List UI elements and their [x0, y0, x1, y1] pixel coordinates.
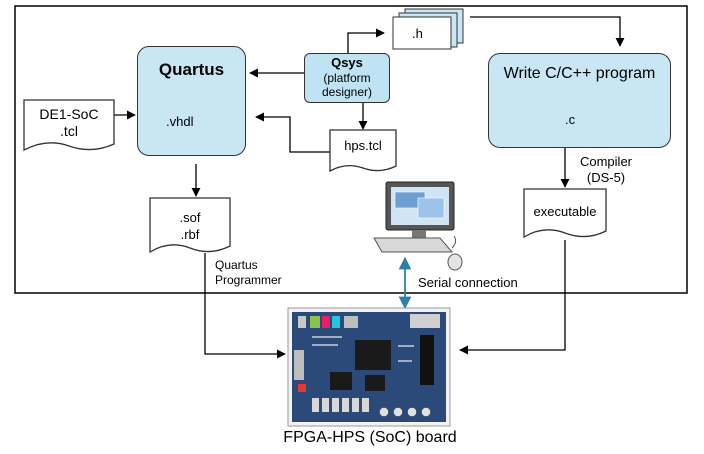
qsys-subtitle-1: (platform [323, 71, 371, 85]
serial-connection-label: Serial connection [418, 275, 518, 290]
write-program-label: Write C/C++ program [503, 65, 656, 82]
arrow-executable-to-board [459, 240, 566, 355]
computer-icon [373, 181, 463, 271]
write-program-box [488, 53, 671, 148]
compiler-line-1: Compiler [579, 154, 632, 169]
sof-line-1: .sof [179, 210, 201, 225]
board-caption: FPGA-HPS (SoC) board [283, 429, 457, 446]
qsys-box [304, 53, 390, 103]
executable-label: executable [533, 204, 597, 219]
board-icon [287, 307, 451, 427]
hps-tcl-label: hps.tcl [344, 138, 382, 153]
arrow-sof-to-board [204, 253, 286, 359]
quartus-title: Quartus [158, 60, 225, 79]
de1-document-shape [23, 99, 115, 152]
programmer-line-1: Quartus [215, 258, 258, 272]
hps-document-shape [329, 129, 397, 173]
programmer-line-2: Programmer [215, 273, 282, 287]
arrow-hps-to-quartus [255, 112, 330, 153]
sof-document-shape [149, 197, 231, 254]
vhdl-label: .vhdl [166, 114, 194, 129]
sof-line-2: .rbf [180, 227, 200, 242]
qsys-title: Qsys [331, 55, 363, 70]
h-label: .h [412, 26, 423, 41]
quartus-box [137, 46, 246, 156]
arrow-h-to-program [470, 16, 625, 47]
arrow-qsys-to-h [347, 28, 385, 55]
de1-line-2: .tcl [60, 123, 78, 139]
qsys-subtitle-2: designer) [321, 85, 373, 99]
c-label: .c [565, 112, 576, 127]
outer-frame [14, 5, 688, 294]
de1-line-1: DE1-SoC [39, 106, 99, 122]
compiler-line-2: (DS-5) [586, 170, 626, 185]
executable-document-shape [523, 188, 607, 239]
h-file-stack-icon [392, 8, 464, 50]
